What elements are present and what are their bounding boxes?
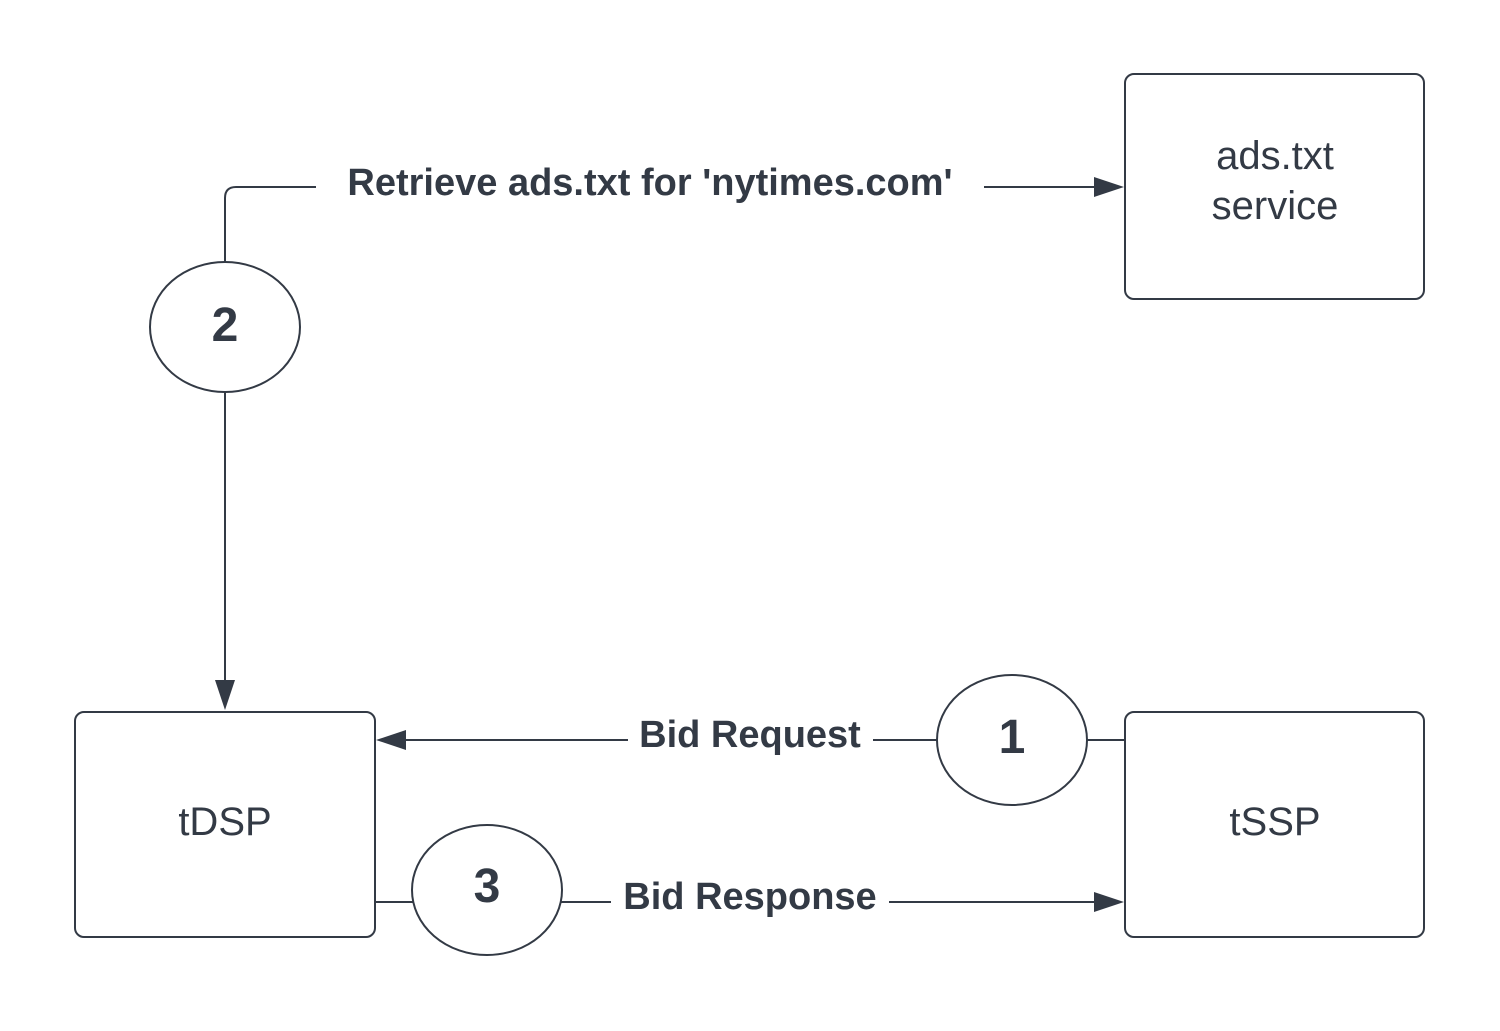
step-3-marker: 3 (411, 824, 563, 956)
ads-txt-service-label-line1: ads.txt (1216, 134, 1334, 178)
step-1-number: 1 (999, 711, 1026, 764)
step-2-marker: 2 (149, 261, 301, 393)
arrowhead-bid-request (376, 730, 406, 750)
tdsp-label: tDSP (178, 800, 271, 844)
tssp-node: tSSP (1124, 711, 1425, 938)
ads-txt-service-node: ads.txt service (1124, 73, 1425, 300)
arrowhead-bid-response (1094, 892, 1124, 912)
step-2-number: 2 (212, 299, 239, 352)
arrowhead-to-ads-txt-service (1094, 177, 1124, 197)
connector-retrieve-ads-txt (224, 186, 1106, 262)
step-1-marker: 1 (936, 674, 1088, 806)
bid-request-label: Bid Request (639, 714, 861, 756)
tssp-label: tSSP (1229, 800, 1320, 844)
step-3-number: 3 (474, 860, 501, 913)
arrowhead-to-tdsp (215, 680, 235, 710)
retrieve-ads-txt-label: Retrieve ads.txt for 'nytimes.com' (347, 162, 952, 204)
tdsp-node: tDSP (74, 711, 376, 938)
bid-response-label: Bid Response (623, 876, 876, 918)
ads-txt-service-label-line2: service (1212, 184, 1339, 228)
